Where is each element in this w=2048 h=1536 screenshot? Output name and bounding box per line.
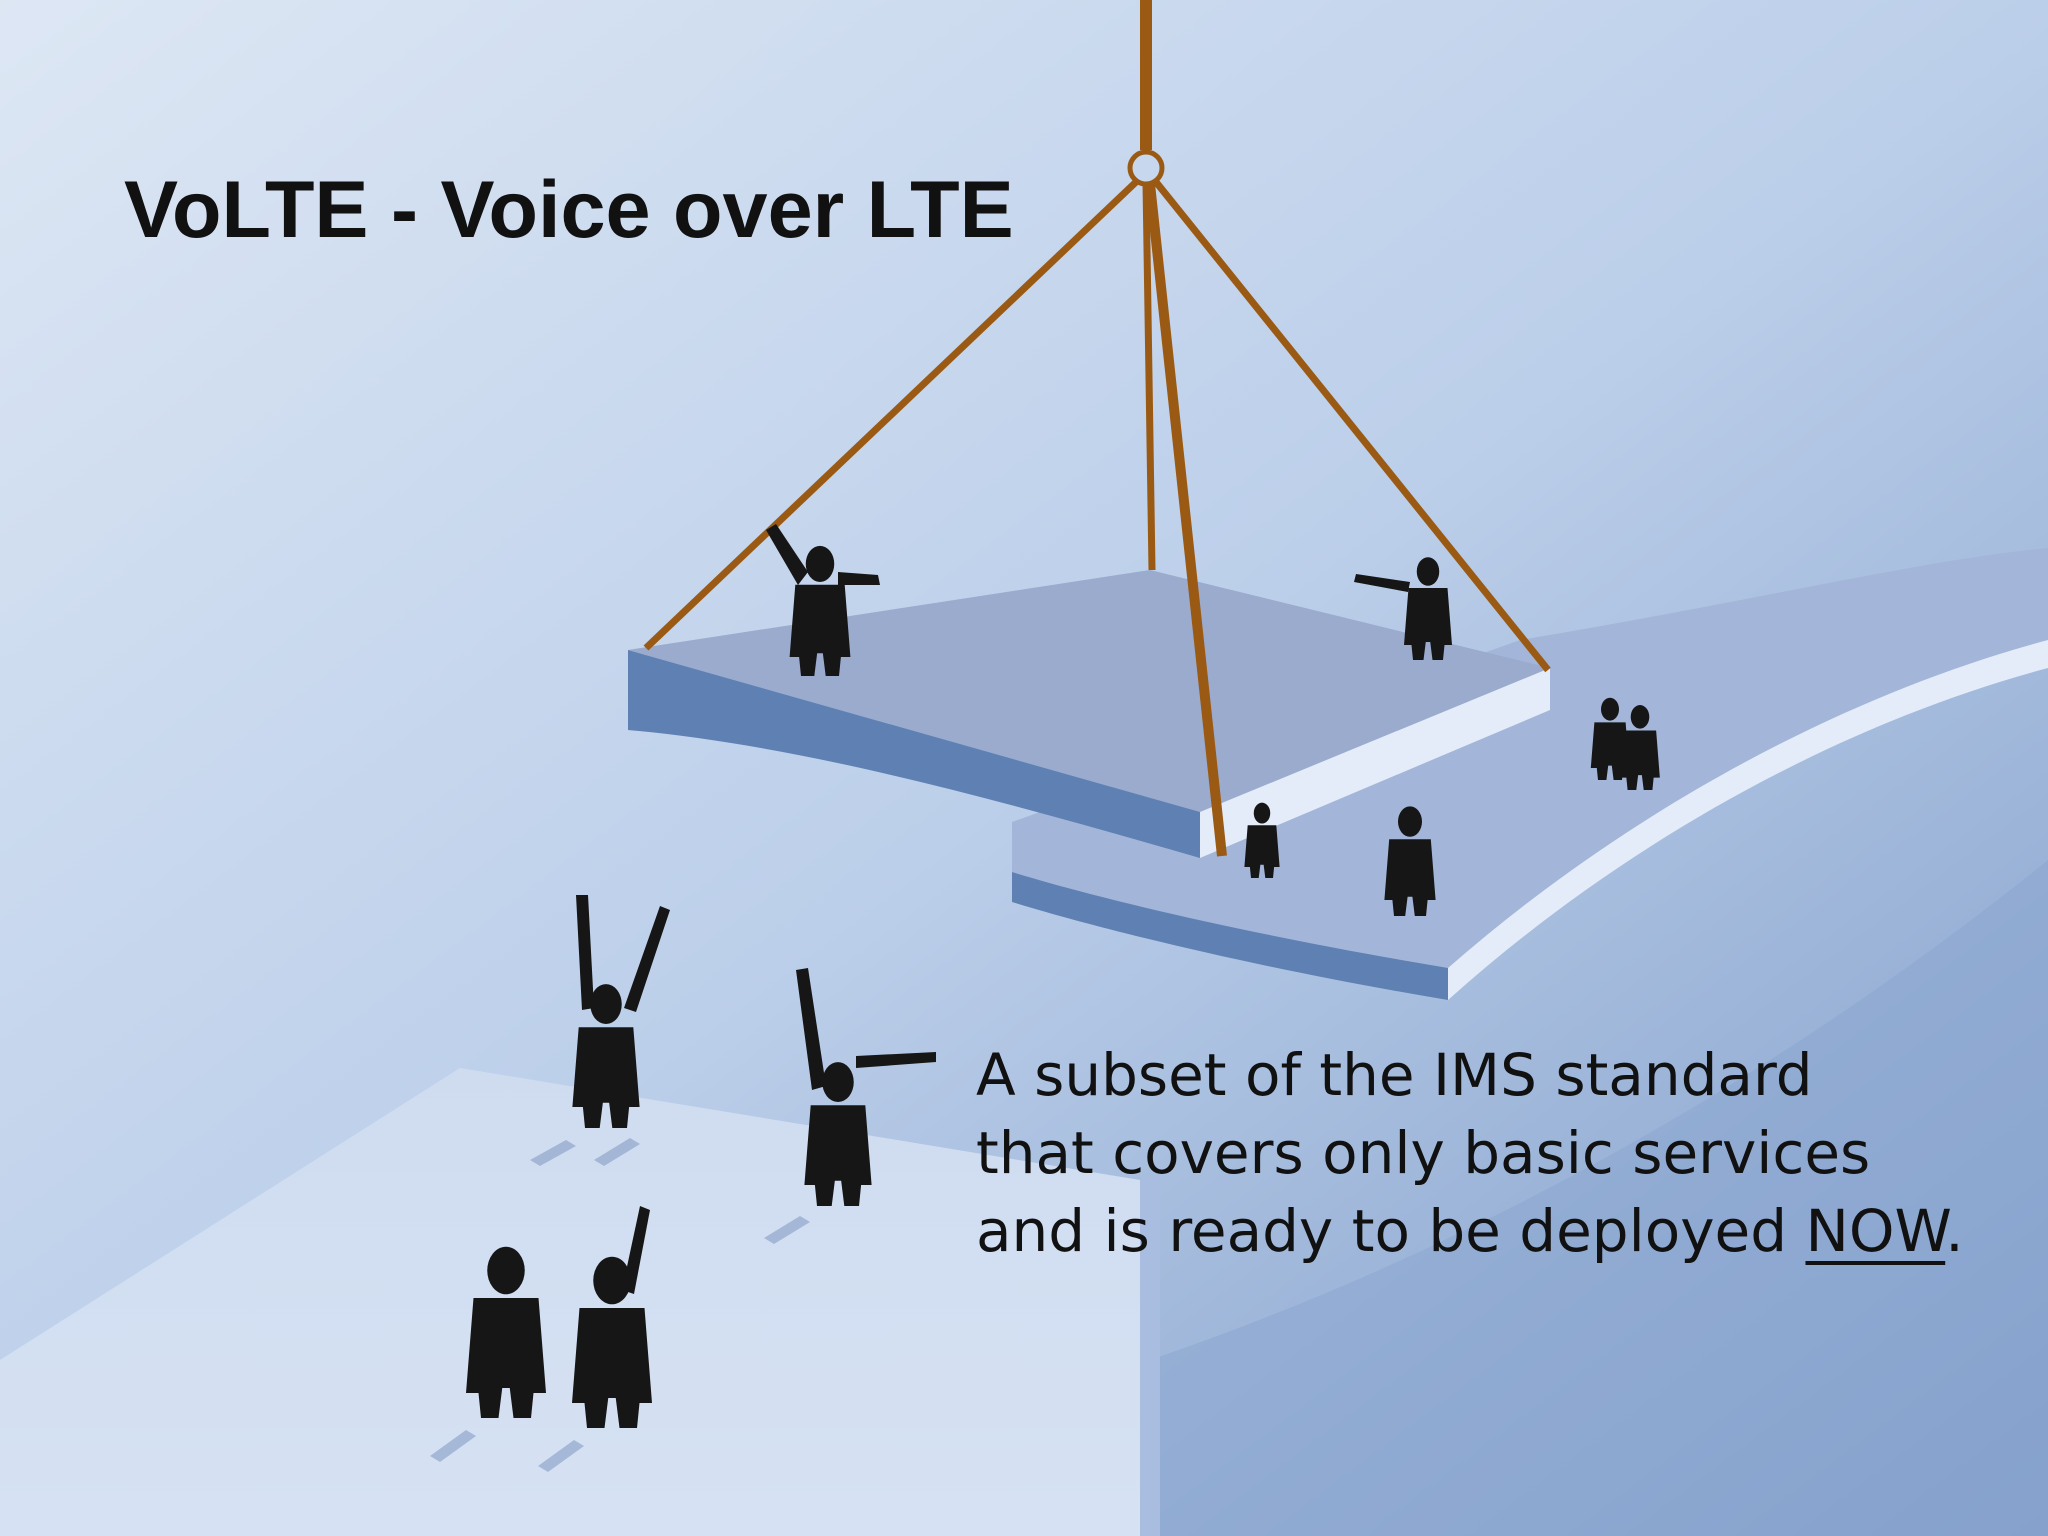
caption-text: A subset of the IMS standard that covers… <box>976 1036 1964 1270</box>
caption-line-1: A subset of the IMS standard <box>976 1041 1813 1109</box>
people-silhouette-icon <box>466 524 1660 1428</box>
hanging-platform <box>628 570 1550 858</box>
caption-line-2: that covers only basic services <box>976 1119 1871 1187</box>
crane-rope-icon <box>643 0 1551 857</box>
caption-line-3-text: and is ready to be deployed <box>976 1197 1806 1265</box>
slide-title: VoLTE - Voice over LTE <box>124 165 1014 255</box>
caption-emphasis-now: NOW <box>1805 1197 1946 1265</box>
caption-end-period: . <box>1945 1197 1964 1265</box>
caption-line-3: and is ready to be deployed NOW. <box>976 1192 1964 1270</box>
